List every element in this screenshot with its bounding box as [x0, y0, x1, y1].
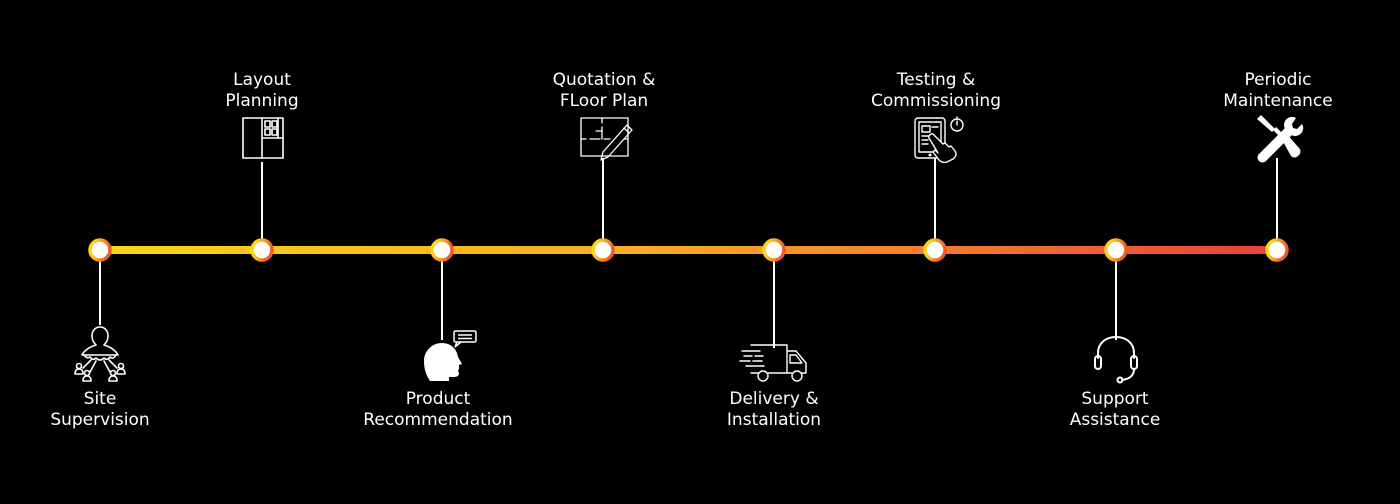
headset-icon	[1094, 336, 1138, 384]
step-label-testing-commissioning: Testing & Commissioning	[816, 70, 1056, 112]
timeline-node-support-assistance	[1104, 238, 1128, 262]
label-line: Layout	[233, 70, 291, 90]
step-label-delivery-installation: Delivery & Installation	[654, 389, 894, 431]
timeline-bar	[100, 246, 1277, 254]
timeline-node-site-supervision	[88, 238, 112, 262]
label-line: Site	[83, 389, 117, 409]
label-line: Supervision	[50, 410, 150, 430]
label-line: Product	[405, 389, 471, 409]
layout-grid-icon	[242, 117, 284, 159]
label-line: FLoor Plan	[559, 91, 649, 111]
org-chart-people-icon	[74, 326, 126, 382]
step-label-site-supervision: Site Supervision	[0, 389, 220, 431]
label-line: Quotation &	[552, 70, 656, 90]
wrench-screwdriver-icon	[1257, 115, 1304, 163]
label-line: Assistance	[1069, 410, 1161, 430]
step-label-product-recommendation: Product Recommendation	[318, 389, 558, 431]
label-line: Delivery &	[729, 389, 819, 409]
step-label-layout-planning: Layout Planning	[142, 70, 382, 112]
timeline-node-periodic-maintenance	[1265, 238, 1289, 262]
head-speech-bubble-icon	[424, 330, 477, 381]
timeline-node-product-recommendation	[430, 238, 454, 262]
label-line: Installation	[726, 410, 822, 430]
timeline-node-quotation-floor-plan	[591, 238, 615, 262]
timeline-node-layout-planning	[250, 238, 274, 262]
floor-plan-pencil-icon	[580, 117, 633, 161]
step-label-quotation-floor-plan: Quotation & FLoor Plan	[484, 70, 724, 112]
timeline-node-delivery-installation	[762, 238, 786, 262]
label-line: Maintenance	[1223, 91, 1333, 111]
step-label-support-assistance: Support Assistance	[995, 389, 1235, 431]
label-line: Recommendation	[363, 410, 513, 430]
timeline-node-testing-commissioning	[923, 238, 947, 262]
label-line: Support	[1081, 389, 1149, 409]
label-line: Testing &	[896, 70, 976, 90]
delivery-truck-icon	[739, 344, 807, 382]
step-label-periodic-maintenance: Periodic Maintenance	[1158, 70, 1398, 112]
tablet-touch-timer-icon	[914, 116, 964, 164]
label-line: Commissioning	[870, 91, 1001, 111]
label-line: Planning	[225, 91, 299, 111]
label-line: Periodic	[1244, 70, 1312, 90]
